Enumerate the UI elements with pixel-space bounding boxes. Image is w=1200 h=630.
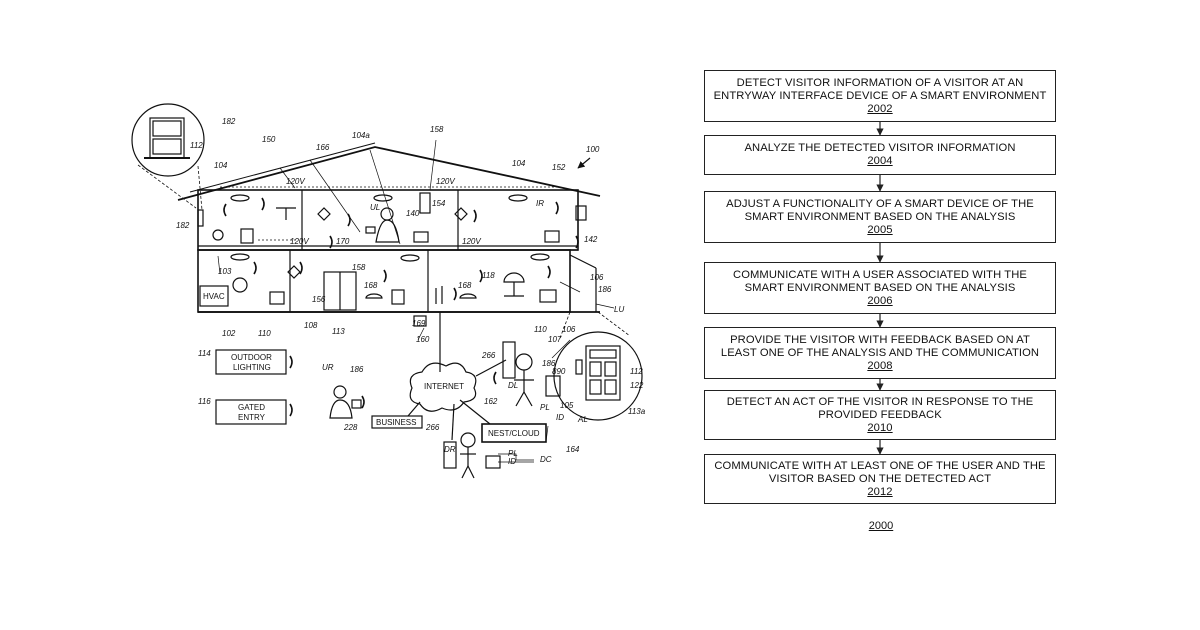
step-2006: COMMUNICATE WITH A USER ASSOCIATED WITH … [704, 262, 1056, 314]
ref-112b: 112 [630, 367, 643, 376]
ref-140: 140 [406, 209, 420, 218]
ref-186a: 186 [598, 285, 612, 294]
ref-100: 100 [586, 145, 600, 154]
ref-152: 152 [552, 163, 566, 172]
ref-164: 164 [566, 445, 580, 454]
step-2008: PROVIDE THE VISITOR WITH FEEDBACK BASED … [704, 327, 1056, 379]
ref-106b: 106 [562, 325, 576, 334]
step-number: 2006 [705, 295, 1055, 308]
ref-122: 122 [630, 381, 644, 390]
ref-169: 169 [412, 319, 426, 328]
ref-103: 103 [218, 267, 232, 276]
ref-142: 142 [584, 235, 598, 244]
ref-182b: 182 [176, 221, 190, 230]
step-number: 2004 [705, 155, 1055, 168]
ref-158b: 158 [352, 263, 366, 272]
ref-168a: 168 [364, 281, 378, 290]
roof [178, 147, 600, 200]
step-number: 2010 [705, 422, 1055, 435]
ref-110b: 110 [534, 325, 547, 334]
ref-112a: 112 [190, 141, 203, 150]
ref-118: 118 [482, 271, 495, 280]
ref-DC: DC [540, 455, 552, 464]
outdoor-caption-2: LIGHTING [233, 363, 271, 372]
ref-110a: 110 [258, 329, 271, 338]
business-caption: BUSINESS [376, 418, 416, 427]
ref-UR: UR [322, 363, 334, 372]
ref-113a: 113a [628, 407, 646, 416]
internet-caption: INTERNET [424, 382, 464, 391]
figure-number: 2000 [860, 520, 902, 532]
ref-104a: 104a [352, 131, 370, 140]
step-2005: ADJUST A FUNCTIONALITY OF A SMART DEVICE… [704, 191, 1056, 243]
step-number: 2002 [705, 103, 1055, 116]
ref-ID2: ID [508, 457, 516, 466]
ref-105: 105 [560, 401, 574, 410]
outdoor-caption-1: OUTDOOR [231, 353, 272, 362]
ref-156: 156 [312, 295, 326, 304]
gated-caption-1: GATED [238, 403, 265, 412]
ref-890: 890 [552, 367, 566, 376]
ref-166: 166 [316, 143, 330, 152]
ref-266b: 266 [425, 423, 440, 432]
ref-DL: DL [508, 381, 518, 390]
ref-108: 108 [304, 321, 318, 330]
ref-120a: 120V [286, 177, 305, 186]
ref-160: 160 [416, 335, 430, 344]
ref-158a: 158 [430, 125, 444, 134]
ref-AL: AL [577, 415, 588, 424]
ref-266a: 266 [481, 351, 496, 360]
ref-IR: IR [536, 199, 544, 208]
gated-caption-2: ENTRY [238, 413, 266, 422]
ref-120d: 120V [462, 237, 481, 246]
ref-104c: 104 [512, 159, 526, 168]
step-2012: COMMUNICATE WITH AT LEAST ONE OF THE USE… [704, 454, 1056, 504]
hvac-caption: HVAC [203, 292, 225, 301]
ref-ID1: ID [556, 413, 564, 422]
ref-168b: 168 [458, 281, 472, 290]
step-2010: DETECT AN ACT OF THE VISITOR IN RESPONSE… [704, 390, 1056, 440]
ref-182a: 182 [222, 117, 236, 126]
step-number: 2005 [705, 224, 1055, 237]
step-2002: DETECT VISITOR INFORMATION OF A VISITOR … [704, 70, 1056, 122]
ref-170: 170 [336, 237, 350, 246]
ref-UL: UL [370, 203, 380, 212]
ref-DR: DR [444, 445, 456, 454]
ref-113: 113 [332, 327, 345, 336]
ref-186c: 186 [350, 365, 364, 374]
ref-116: 116 [198, 397, 211, 406]
ref-104b: 104 [214, 161, 228, 170]
ref-114: 114 [198, 349, 211, 358]
ref-154: 154 [432, 199, 446, 208]
smart-home-diagram: 182 112 150 104a 158 166 100 104 104 152… [0, 0, 680, 630]
ref-PL1: PL [540, 403, 550, 412]
step-2004: ANALYZE THE DETECTED VISITOR INFORMATION… [704, 135, 1056, 175]
ref-107: 107 [548, 335, 562, 344]
ref-228: 228 [343, 423, 358, 432]
nest-caption: NEST/CLOUD [488, 429, 540, 438]
ref-162: 162 [484, 397, 498, 406]
window-inset [132, 104, 204, 176]
ref-120b: 120V [436, 177, 455, 186]
ref-LU: LU [614, 305, 624, 314]
ref-120c: 120V [290, 237, 309, 246]
step-number: 2008 [705, 360, 1055, 373]
ref-102: 102 [222, 329, 236, 338]
ref-150: 150 [262, 135, 276, 144]
step-number: 2012 [705, 486, 1055, 499]
ref-106a: 106 [590, 273, 604, 282]
